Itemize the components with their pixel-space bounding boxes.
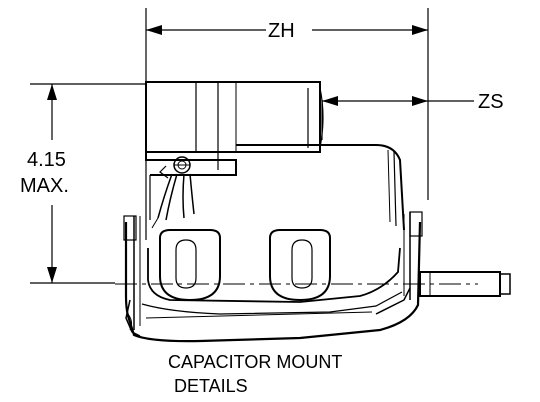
height-dimension: 4.15 MAX.	[20, 83, 146, 284]
mounting-pocket-right	[269, 229, 331, 302]
lead-wires	[151, 173, 195, 229]
zh-arrow-left	[146, 25, 162, 35]
zh-label: ZH	[268, 20, 295, 42]
zs-label: ZS	[478, 91, 504, 113]
caption-line-1: CAPACITOR MOUNT	[168, 352, 342, 372]
zh-dimension: ZH	[145, 8, 429, 240]
height-arrow-bottom	[47, 267, 57, 283]
zh-arrow-right	[412, 25, 428, 35]
caption-line-2: DETAILS	[174, 376, 248, 396]
zs-arrow-right	[412, 96, 428, 106]
terminal-screw	[159, 156, 191, 179]
height-arrow-top	[47, 84, 57, 100]
height-value: 4.15	[27, 149, 66, 171]
motor-housing	[123, 144, 423, 343]
zs-dimension: ZS	[321, 91, 504, 140]
height-qualifier: MAX.	[20, 175, 69, 197]
zs-arrow-left	[322, 96, 338, 106]
mounting-pocket-left	[159, 229, 221, 302]
capacitor-bracket	[145, 152, 237, 220]
capacitor-body	[145, 81, 324, 153]
motor-shaft	[419, 271, 511, 297]
